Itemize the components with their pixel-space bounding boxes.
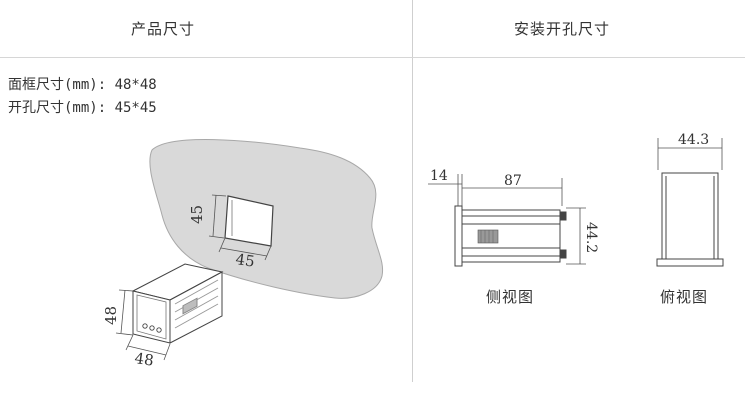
cutout-size-text: 开孔尺寸(mm): 45*45: [8, 100, 157, 116]
side-view-drawing: 14 87 44.2 侧视图 44.3 俯视图: [428, 132, 724, 306]
top-view-caption: 俯视图: [660, 288, 708, 306]
install-size-header: 安装开孔尺寸: [514, 20, 611, 38]
panel-size-text: 面框尺寸(mm): 48*48: [8, 77, 157, 93]
side-view-caption: 侧视图: [486, 288, 534, 306]
product-illustration: 45 45 48 48: [102, 139, 384, 370]
product-size-header: 产品尺寸: [131, 20, 196, 38]
header-divider: [0, 57, 745, 58]
cutout-width-label: 45: [234, 250, 255, 270]
front-thickness-label: 14: [430, 168, 448, 184]
side-view-body: [454, 205, 567, 267]
indicator-light: [156, 327, 162, 333]
device-3d: [131, 263, 224, 344]
cutout-height-label: 45: [188, 205, 206, 224]
depth-label: 87: [504, 173, 522, 189]
indicator-light: [142, 323, 148, 329]
indicator-light: [149, 325, 155, 331]
device-height-label: 48: [102, 306, 120, 325]
side-height-label: 44.2: [583, 222, 599, 253]
top-width-label: 44.3: [678, 132, 709, 148]
device-width-label: 48: [133, 349, 154, 369]
vertical-divider: [412, 0, 413, 382]
top-view-body: [656, 172, 724, 267]
